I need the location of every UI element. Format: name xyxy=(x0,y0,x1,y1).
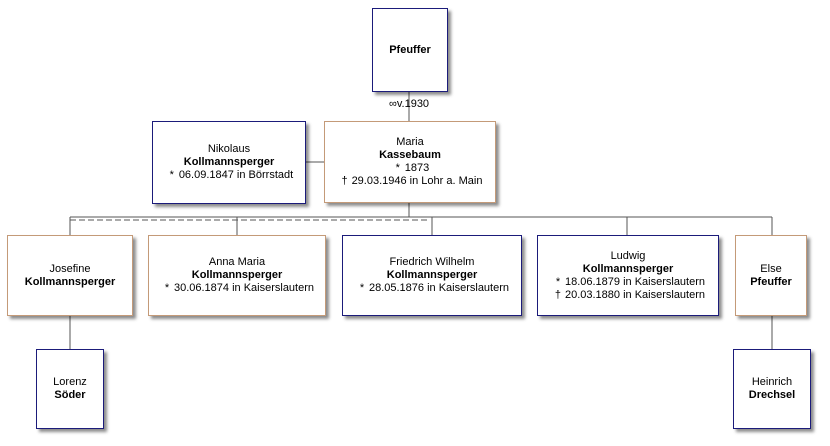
birth-icon: * xyxy=(169,169,174,181)
last-name: Kollmannsperger xyxy=(191,269,283,281)
first-name: Maria xyxy=(396,136,424,148)
marriage-date: v.1930 xyxy=(396,98,430,110)
birth-icon: * xyxy=(555,275,561,288)
last-name: Kollmannsperger xyxy=(24,275,116,288)
first-name: Josefine xyxy=(49,262,91,275)
person-heinrich[interactable]: Heinrich Drechsel xyxy=(733,349,811,429)
death-event: †20.03.1880 in Kaiserslautern xyxy=(551,289,705,302)
last-name: Kollmannsperger xyxy=(386,269,478,281)
last-name: Drechsel xyxy=(748,389,796,401)
birth-icon: * xyxy=(395,162,400,174)
last-name: Kollmannsperger xyxy=(183,156,275,168)
first-name: Else xyxy=(760,262,782,275)
first-name: Lorenz xyxy=(53,376,87,388)
death-event: †29.03.1946 in Lohr a. Main xyxy=(338,175,483,188)
last-name: Pfeuffer xyxy=(389,43,431,56)
person-maria[interactable]: Maria Kassebaum *1873 †29.03.1946 in Loh… xyxy=(324,121,496,203)
first-name: Nikolaus xyxy=(207,143,251,155)
death-icon: † xyxy=(554,288,562,301)
person-lorenz[interactable]: Lorenz Söder xyxy=(36,349,104,429)
person-josefine[interactable]: Josefine Kollmannsperger xyxy=(7,235,133,316)
birth-icon: * xyxy=(359,282,365,294)
last-name: Kollmannsperger xyxy=(582,262,674,275)
birth-event: *18.06.1879 in Kaiserslautern xyxy=(551,276,705,289)
first-name: Anna Maria xyxy=(208,256,266,268)
death-icon: † xyxy=(341,175,348,187)
birth-event: *06.09.1847 in Börrstadt xyxy=(165,169,294,182)
person-anna-maria[interactable]: Anna Maria Kollmannsperger *30.06.1874 i… xyxy=(148,235,326,316)
last-name: Söder xyxy=(54,389,86,401)
person-pfeuffer[interactable]: Pfeuffer xyxy=(372,8,448,92)
birth-event: *30.06.1874 in Kaiserslautern xyxy=(160,282,314,295)
last-name: Pfeuffer xyxy=(750,275,792,288)
marriage-label: ∞v.1930 xyxy=(389,98,429,110)
birth-event: *28.05.1876 in Kaiserslautern xyxy=(355,282,509,295)
person-ludwig[interactable]: Ludwig Kollmannsperger *18.06.1879 in Ka… xyxy=(537,235,719,316)
person-nikolaus[interactable]: Nikolaus Kollmannsperger *06.09.1847 in … xyxy=(152,121,306,204)
person-friedrich-wilhelm[interactable]: Friedrich Wilhelm Kollmannsperger *28.05… xyxy=(342,235,522,316)
birth-icon: * xyxy=(164,282,170,294)
marriage-symbol-icon: ∞ xyxy=(389,98,397,110)
first-name: Friedrich Wilhelm xyxy=(389,256,475,268)
first-name: Heinrich xyxy=(751,376,793,388)
birth-event: *1873 xyxy=(391,162,430,175)
first-name: Ludwig xyxy=(610,249,646,262)
last-name: Kassebaum xyxy=(379,149,441,161)
person-else[interactable]: Else Pfeuffer xyxy=(735,235,807,316)
